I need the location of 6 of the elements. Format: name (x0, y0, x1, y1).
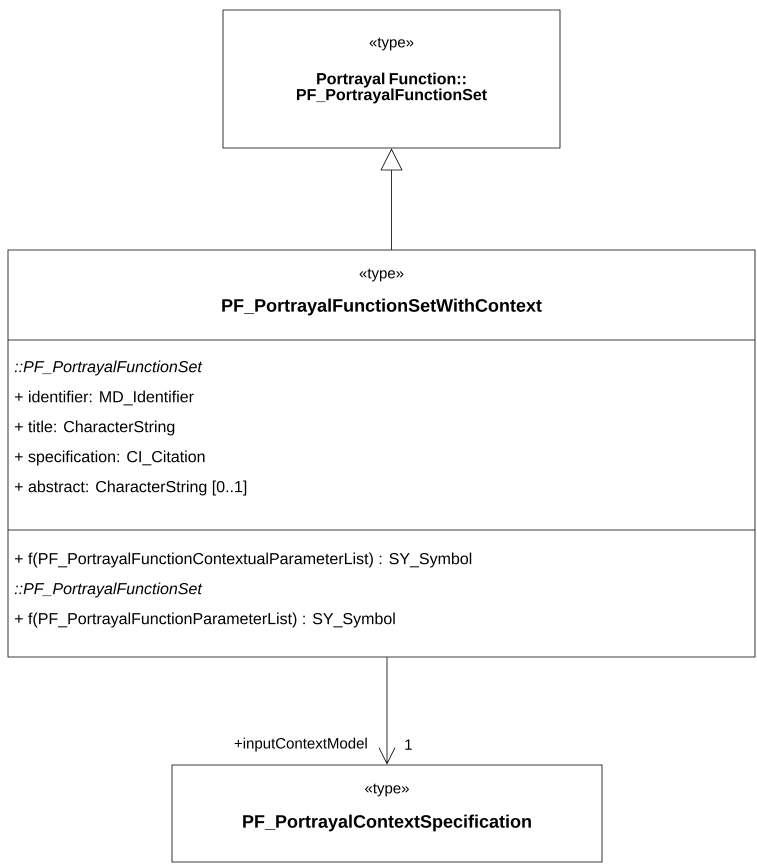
association-line (378, 657, 396, 765)
class-box: «type» Portrayal Function:: PF_PortrayalFunctionSet (222, 10, 560, 148)
class-box: «type» PF_PortrayalContextSpecification (172, 764, 602, 862)
class-box: «type» PF_PortrayalFunctionSetWithContext ::PF_PortrayalFunctionSet + identifier: MD_Identifier + title: CharacterString + specification: CI_Citation + abstract: CharacterString [0..1] + f(PF_PortrayalFunctionContextualParameterList) : SY_Symbol ::PF_PortrayalFunctionSet + f(PF_PortrayalFunctionParameterList) : SY_Symbol (8, 250, 756, 658)
role-name: +inputContextModel (234, 738, 367, 752)
multiplicity-label: 1 (405, 739, 412, 750)
